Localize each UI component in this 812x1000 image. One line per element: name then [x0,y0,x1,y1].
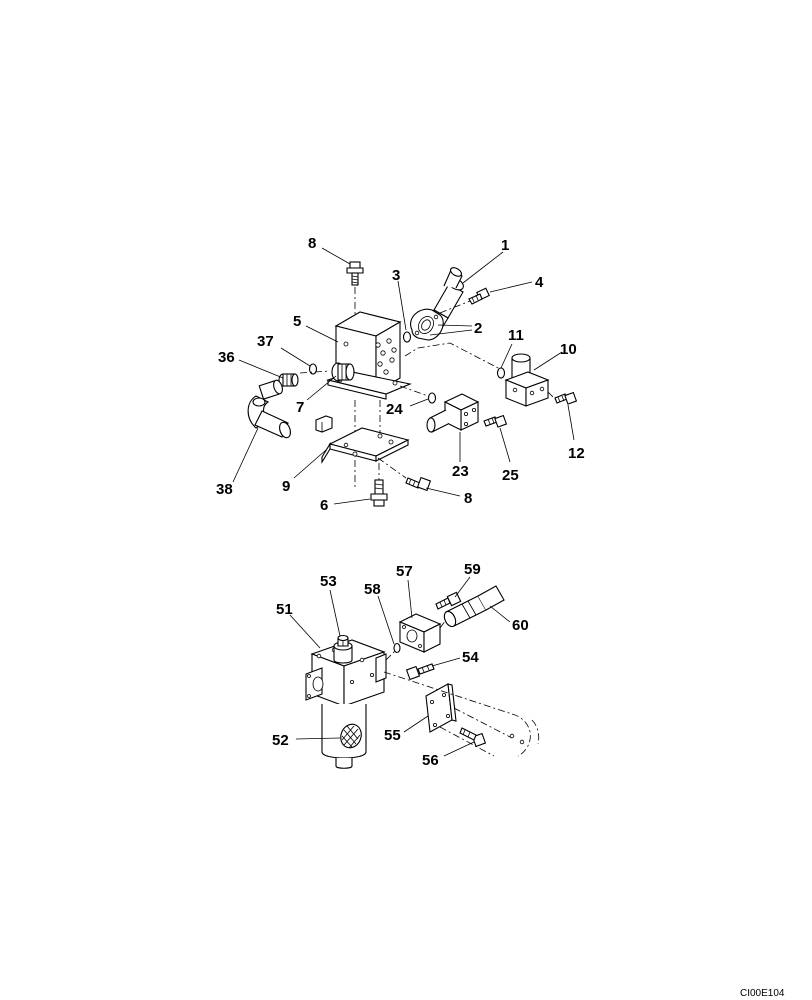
elbow-hose-38 [247,379,291,439]
bolt-25 [483,414,508,428]
o-ring-58 [393,642,401,654]
hose-60 [443,585,505,628]
bolt-8-bottom [405,476,432,492]
label-part-6: 6 [320,497,328,514]
part-labels: 8 1 3 4 5 2 37 11 10 36 7 24 12 23 25 9 … [216,235,585,769]
filter-bowl-52 [321,704,367,769]
connector-36 [278,373,299,387]
leader-lines-lower [289,576,511,757]
bolt-8-top [346,261,364,286]
label-part-9: 9 [282,478,290,495]
bolt-4 [468,287,490,305]
label-part-8-top: 8 [308,235,316,252]
label-part-12: 12 [568,445,585,462]
bolt-6 [370,479,388,507]
flange-2 [410,308,444,341]
label-part-23: 23 [452,463,469,480]
plate-55 [425,683,457,733]
bolt-54 [405,663,435,681]
fitting-7 [331,362,355,382]
bracket-9 [315,415,410,464]
o-ring-11 [496,367,506,379]
sensor-block-10 [504,353,550,407]
label-part-25: 25 [502,467,519,484]
label-part-58: 58 [364,581,381,598]
bolt-56 [459,727,487,748]
label-part-3: 3 [392,267,400,284]
leader-lines [232,247,575,505]
label-part-8-bottom: 8 [464,490,472,507]
label-part-52: 52 [272,732,289,749]
block-23 [426,393,480,433]
label-part-11: 11 [508,327,524,344]
label-part-56: 56 [422,752,439,769]
bolt-12 [554,391,578,405]
label-part-1: 1 [501,237,509,254]
label-part-5: 5 [293,313,301,330]
o-ring-24 [427,392,437,404]
label-part-4: 4 [535,274,544,291]
cap-53 [333,634,353,664]
label-part-53: 53 [320,573,337,590]
flange-57 [398,613,442,653]
label-part-54: 54 [462,649,479,666]
label-part-2: 2 [474,320,482,337]
label-part-36: 36 [218,349,235,366]
label-part-10: 10 [560,341,577,358]
pipe-end [509,713,540,757]
label-part-57: 57 [396,563,413,580]
label-part-60: 60 [512,617,529,634]
label-part-24: 24 [386,401,403,418]
label-part-51: 51 [276,601,293,618]
label-part-7: 7 [296,399,304,416]
label-part-59: 59 [464,561,481,578]
drawing-code: CI00E104 [740,988,785,999]
label-part-37: 37 [257,333,274,350]
label-part-38: 38 [216,481,233,498]
bolt-59 [435,591,462,610]
o-ring-3 [402,331,412,343]
o-ring-37 [308,363,318,375]
label-part-55: 55 [384,727,401,744]
valve-block-5 [326,311,412,400]
